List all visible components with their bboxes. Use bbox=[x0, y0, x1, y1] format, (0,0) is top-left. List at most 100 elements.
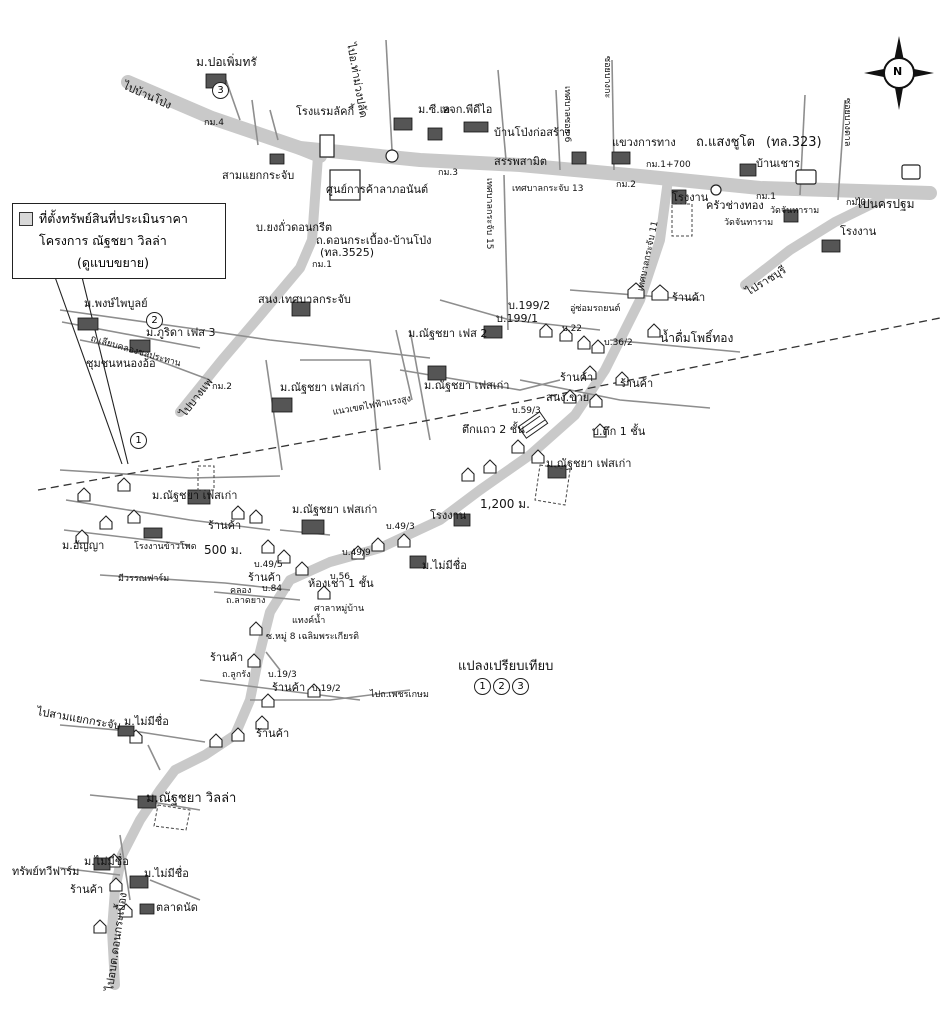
label-mo-natcha-old-3: ม.ณัฐชยา เฟสเก่า bbox=[546, 457, 632, 470]
legend-project: โครงการ ณัฐชยา วิลล่า bbox=[39, 233, 167, 248]
label-hotel: โรงแรมลัคกี้ bbox=[296, 105, 355, 118]
label-wat-chan-2: วัดจันทาราม bbox=[724, 218, 774, 228]
label-rongngan-2: โรงงาน bbox=[840, 225, 877, 238]
label-khwaeng: แขวงการทาง bbox=[612, 136, 676, 149]
label-rankha-9: ร้านค้า bbox=[70, 883, 104, 896]
label-rankha-4: ร้านค้า bbox=[208, 519, 242, 532]
label-road-donkra: ถ.ดอนกระเบื้อง-บ้านโป่ง bbox=[316, 234, 432, 247]
label-b-yong: บ.ยงถั่วดอนกรีต bbox=[256, 221, 333, 234]
label-sanong-chai: สนง.ขาย bbox=[546, 391, 590, 404]
label-soi-moo8: ซ.หมู่ 8 เฉลิมพระเกียรติ bbox=[266, 632, 360, 642]
label-tuk-1: บ.ตึก 1 ชั้น bbox=[592, 425, 646, 438]
label-road-323: (ทล.323) bbox=[766, 135, 822, 150]
building-icons bbox=[77, 73, 841, 915]
map-marker-3: 3 bbox=[212, 82, 229, 99]
label-b49-5: บ.49/5 bbox=[254, 560, 283, 570]
label-mo-villa: ม.ณัฐชยา วิลล่า bbox=[146, 791, 237, 806]
comparable-marker-2: 2 bbox=[493, 678, 510, 695]
label-road-3525: (ทล.3525) bbox=[320, 246, 375, 259]
label-soi-bang-tan: ซอยบางตาล bbox=[842, 98, 852, 147]
label-b19-2: บ.19/2 bbox=[312, 684, 341, 694]
label-mo-por: ม.ปอเพิ่มทรั bbox=[196, 55, 257, 69]
label-tessaban-15: เทศบาลกระจับ 15 bbox=[484, 178, 494, 250]
label-b19-3: บ.19/3 bbox=[268, 670, 297, 680]
label-ban-chao: บ้านเชาร bbox=[756, 157, 800, 170]
label-mo-maimi-2: ม.ไม่มีชื่อ bbox=[124, 715, 169, 728]
label-rankha-3: ร้านค้า bbox=[620, 377, 654, 390]
label-b56: บ.56 bbox=[330, 572, 351, 582]
label-mo-natcha-phase: ม.ณัฐชยา เฟส 2 bbox=[408, 327, 488, 340]
label-khlong: คลอง bbox=[230, 586, 252, 596]
legend-title: ที่ตั้งทรัพย์สินที่ประเมินราคา bbox=[39, 211, 188, 226]
label-mo-natcha-old-1: ม.ณัฐชยา เฟสเก่า bbox=[280, 381, 366, 394]
label-rankha-2: ร้านค้า bbox=[560, 371, 594, 384]
label-mo-phutsa: ม.ภูริดา เฟส 3 bbox=[146, 326, 216, 339]
label-mo-si-ra: ม.ซี.เอ bbox=[418, 103, 451, 116]
label-km1-700: กม.1+700 bbox=[646, 160, 691, 170]
label-km2-b: กม.2 bbox=[212, 382, 232, 392]
label-si-yaek: สามแยกกระจับ bbox=[222, 169, 295, 182]
label-b199-1: บ.199/1 bbox=[496, 312, 539, 325]
map-marker-2: 2 bbox=[146, 312, 163, 329]
label-mo-phong-phai: ม.พงษ์ไพบูลย์ bbox=[84, 297, 148, 310]
label-b49-3: บ.49/3 bbox=[386, 522, 415, 532]
label-mo-natcha-old-2: ม.ณัฐชยา เฟสเก่า bbox=[424, 379, 510, 392]
label-dist-500: 500 ม. bbox=[204, 543, 243, 557]
label-rankha-5: ร้านค้า bbox=[248, 571, 282, 584]
label-ban-ahan: อู่ซ่อมรถยนต์ bbox=[570, 304, 621, 314]
label-tessaban-13: เทศบาลกระจับ 13 bbox=[512, 184, 584, 194]
compass-north-label: N bbox=[893, 65, 903, 78]
legend-pointer-lines bbox=[54, 276, 129, 465]
label-km2: กม.2 bbox=[616, 180, 636, 190]
label-wat-chan-1: วัดจันทาราม bbox=[770, 206, 820, 216]
label-tuk-2: ตึกแถว 2 ชั้น bbox=[462, 423, 525, 436]
label-khrua-chang: ครัวช่างทอง bbox=[706, 199, 764, 212]
label-rongngan-3: โรงงาน bbox=[430, 509, 467, 522]
label-ban-pong-khong: บ้านโป่งก่อสร้าง bbox=[494, 126, 571, 139]
label-soi-6: เทศบาลซอย 6 bbox=[562, 86, 572, 143]
label-b59-3: บ.59/3 bbox=[512, 406, 541, 416]
label-km0: กม.0 bbox=[846, 198, 866, 208]
label-rankha-7: ร้านค้า bbox=[272, 681, 306, 694]
label-road-la: ถ.ลาดยาง bbox=[226, 596, 266, 606]
label-km3: กม.3 bbox=[438, 168, 458, 178]
label-mi-wasan: มีวรรณฟาร์ม bbox=[118, 574, 170, 584]
main-roads bbox=[107, 75, 937, 990]
compass-rose: N bbox=[862, 34, 936, 112]
label-b84: บ.84 bbox=[262, 584, 283, 594]
label-km1-b: กม.1 bbox=[312, 260, 332, 270]
label-sarasath: สรรพสามิต bbox=[494, 155, 548, 168]
label-b49-9: บ.49/9 bbox=[342, 548, 371, 558]
label-to-phetkasem: ไปถ.เพชรเกษม bbox=[370, 690, 429, 700]
label-nam-duem: น้ำดื่มโพธิ์ทอง bbox=[660, 331, 734, 345]
power-line bbox=[37, 317, 941, 491]
junction-circles bbox=[319, 134, 921, 201]
label-mo-natcha-old-5: ม.ณัฐชยา เฟสเก่า bbox=[292, 503, 378, 516]
label-rongngan-1: โรงงาน bbox=[672, 191, 709, 204]
label-hong-chao: ห้องเช่า 1 ชั้น bbox=[308, 577, 374, 590]
house-icons bbox=[75, 282, 669, 934]
label-talat: ตลาดนัด bbox=[156, 901, 198, 914]
label-b22: บ.22 bbox=[562, 324, 583, 334]
label-b36-2: บ.36/2 bbox=[604, 338, 633, 348]
label-sala: ศาลาหมู่บ้าน bbox=[314, 604, 365, 614]
label-hjk: หจก.พีดีไอ bbox=[442, 103, 493, 116]
label-mo-maimi-3: ม.ไม่มีชื่อ bbox=[84, 855, 129, 868]
label-center: ศูนย์การค้าลาภอนันต์ bbox=[326, 183, 429, 196]
label-road-lukrang: ถ.ลูกรัง bbox=[222, 670, 251, 680]
label-road-saengchuto: ถ.แสงชูโต bbox=[696, 135, 755, 150]
comparable-marker-3: 3 bbox=[512, 678, 529, 695]
label-to-nakhon-pathom: ไปนครปฐม bbox=[856, 197, 915, 211]
row-house-hatch bbox=[517, 411, 549, 439]
label-khaeng-nam: แทงค์น้ำ bbox=[292, 616, 326, 626]
label-chumchon: ชุมชนหนองอ้อ bbox=[86, 357, 156, 370]
label-km4: กม.4 bbox=[204, 118, 224, 128]
legend-box: ที่ตั้งทรัพย์สินที่ประเมินราคา โครงการ ณ… bbox=[12, 203, 226, 279]
comparable-marker-1: 1 bbox=[474, 678, 491, 695]
comparables-title: แปลงเปรียบเทียบ bbox=[458, 659, 554, 674]
label-rankha-8: ร้านค้า bbox=[256, 727, 290, 740]
label-rongngan-khao: โรงงานข้าวโพด bbox=[134, 542, 197, 552]
legend-note: (ดูแบบขยาย) bbox=[77, 255, 150, 270]
label-soi-bang-ka: ซอยบางกะ bbox=[602, 56, 612, 99]
